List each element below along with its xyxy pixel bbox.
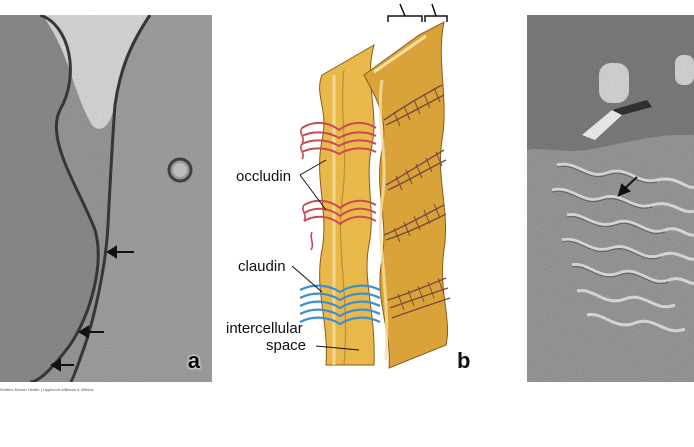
arrow-icon (617, 176, 638, 197)
image-credit: Wolters Kluwer Health | Lippincott Willi… (0, 387, 94, 392)
arrow-icon (106, 245, 134, 259)
micrograph-a-image (0, 15, 212, 382)
label-space: space (266, 337, 307, 354)
arrow-icon (50, 358, 74, 372)
label-intercellular: intercellular (226, 320, 303, 337)
tight-junction-diagram (291, 3, 451, 369)
label-claudin: claudin (238, 258, 286, 275)
micrograph-panel-c (527, 15, 694, 382)
panel-letter-b: b (457, 348, 471, 373)
micrograph-panel-a: a (0, 15, 212, 382)
freeze-fracture-image (527, 15, 694, 382)
panel-letter-a: a (187, 348, 200, 373)
label-occludin: occludin (236, 168, 292, 185)
arrow-icon (78, 325, 104, 339)
bracket-marker (387, 3, 448, 22)
diagram-panel-b: occludin claudin intercellular space b (214, 0, 476, 385)
callout-lines (291, 159, 360, 351)
occludin-proteins (301, 122, 377, 226)
claudin-proteins (299, 284, 381, 326)
strand-hatching (393, 87, 445, 311)
